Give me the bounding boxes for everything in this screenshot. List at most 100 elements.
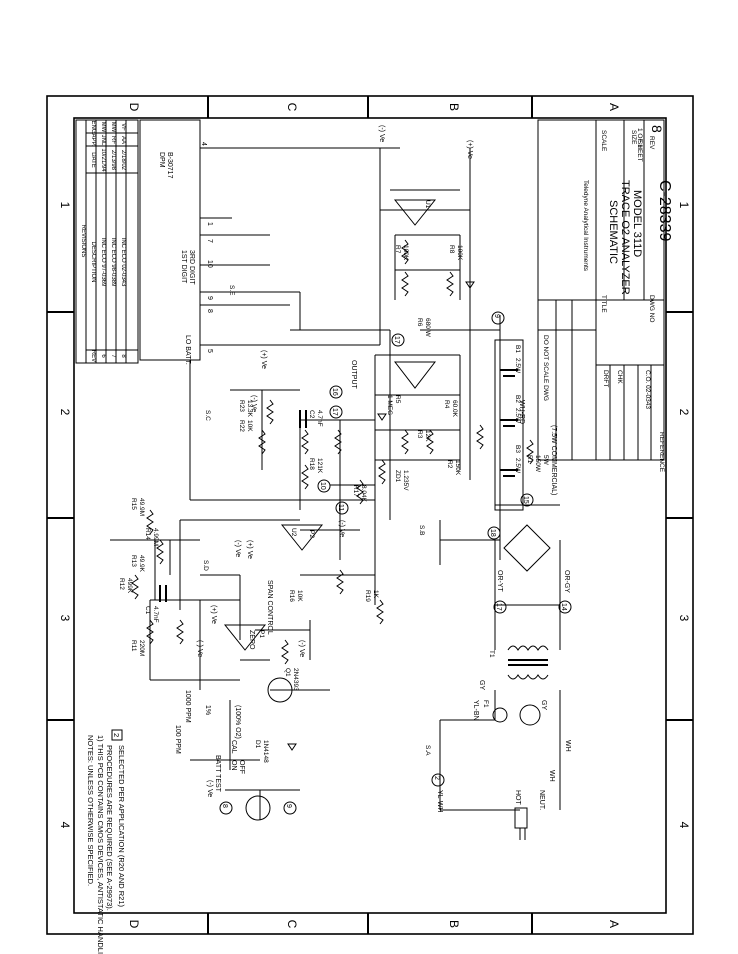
label-output: OUTPUT [350, 360, 357, 390]
zone-d-bottom: D [127, 920, 141, 929]
r4-ref: R4 [443, 400, 450, 409]
r16-ref: R16 [288, 590, 295, 602]
zone-2-right: 2 [677, 409, 691, 416]
tb-dwg-label: DWG NO [648, 295, 655, 322]
rev-row-3-desc: INC ECO 02-0343 [120, 238, 126, 287]
label-cal: CAL [230, 740, 237, 754]
rev-row-2-date: 2/13/98 [110, 150, 116, 171]
dpm-pin-num-8: 8 [206, 309, 213, 313]
label-pos-ve-u2: (+) Ve [210, 605, 217, 624]
label-1000ppm: 1000 PPM [184, 690, 191, 723]
r18-ref: R18 [308, 458, 315, 470]
label-neg-ve-mid: (-) Ve [250, 395, 257, 412]
rev-row-3-eng: VF [120, 123, 126, 131]
connector-13: 17 [393, 336, 400, 344]
dpm-pin-num-7: 7 [206, 239, 213, 243]
dpm-pin-3rd-digit: 3RD DIGIT [188, 250, 195, 285]
zone-labels: D C B A D C B A 1 2 3 4 1 2 3 4 [58, 103, 691, 929]
label-or-yt: OR-YT [496, 570, 503, 593]
label-batt-test: BATT TEST [214, 755, 221, 793]
r19-val: 1K [372, 590, 379, 599]
pot-p2: P2 [308, 530, 315, 538]
tb-sheet-label: SHEET [636, 140, 643, 162]
zone-2-left: 2 [58, 409, 72, 416]
tb-title: SCHEMATIC [607, 200, 619, 264]
b1-ref: B1 [514, 345, 521, 353]
r2-val: 150K [454, 460, 461, 476]
r8-ref: R8 [448, 245, 455, 254]
r22-ref: R22 [238, 420, 245, 432]
label-neg-ve-opamp: (-) Ve [234, 540, 241, 557]
c1-ref: C1 [144, 606, 151, 615]
rev-row-2-eng: MW [110, 122, 116, 133]
switch-sd: S.D [202, 560, 209, 571]
r3-val: 12K [424, 430, 431, 442]
rev-row-3-date: 2/18/02 [120, 150, 126, 171]
zone-3-left: 3 [58, 615, 72, 622]
label-wh-2: WH [548, 770, 555, 782]
u2-ref: U2 [290, 528, 297, 537]
switch-se: S.E [228, 285, 235, 296]
rev-row-3-rev: 8 [120, 354, 126, 358]
r23-ref: R23 [238, 400, 245, 412]
zd1-ref: ZD1 [394, 470, 401, 483]
switch-sc: S.C [204, 410, 211, 421]
r4-val: 60.0K [451, 400, 458, 418]
r15-ref: R15 [130, 498, 137, 510]
zone-b-top: B [447, 103, 461, 111]
r17-val: 8.04K [360, 485, 367, 503]
r1-ref: R1 [526, 455, 533, 464]
connector-13b: 17 [331, 408, 338, 416]
zone-d-top: D [127, 103, 141, 112]
r23-val: 13.3K [246, 400, 253, 418]
label-gy-2: GY [478, 680, 485, 690]
d1-ref: D1 [254, 740, 261, 749]
zone-a-top: A [607, 103, 621, 111]
note-1-line-2: PROCEDURES ARE REQUIRED (SEE A-29973). [105, 745, 114, 911]
zone-4-right: 4 [677, 822, 691, 829]
r14-val: 4.99M [152, 528, 159, 546]
label-off: OFF [238, 760, 245, 774]
c2-val: 4.7nF [316, 410, 323, 427]
rev-row-1-date: 10/21/94 [100, 148, 106, 172]
label-hot: HOT [514, 790, 521, 806]
zone-1-left: 1 [58, 202, 72, 209]
r5-val: 1 MEG [386, 395, 393, 415]
zd1-val: 1.235V [402, 470, 409, 491]
component-labels: R15 49.9M R14 4.99M R13 49.9K R12 499K R… [118, 200, 549, 763]
q1-ref: Q1 [284, 668, 291, 677]
zone-c-bottom: C [285, 920, 299, 929]
rev-row-1-desc: INC ECO 97-0369 [100, 238, 106, 287]
tb-title-label: TITLE [600, 295, 607, 313]
drawing-frame [46, 95, 694, 935]
dpm-pin-num-10: 10 [206, 260, 213, 268]
connector-17: 17 [495, 603, 502, 611]
label-gy: GY [540, 700, 547, 710]
r5-ref: R5 [394, 395, 401, 404]
connector-15: 15 [522, 496, 529, 504]
zone-c-top: C [285, 103, 299, 112]
connector-16: 14 [560, 603, 567, 611]
dpm-pin-num-4: 4 [200, 142, 207, 146]
symbols [131, 199, 551, 840]
connector-14: 9 [493, 314, 500, 318]
label-wh: WH [564, 740, 571, 752]
pot-p1: P1 [258, 630, 265, 638]
r14-ref: R14 [144, 528, 151, 540]
tb-rev: 8 [649, 125, 665, 133]
tb-sub1: TRACE O2 ANALYZER [619, 180, 631, 295]
dpm-pin-num-9: 9 [206, 296, 213, 300]
rev-row-1-rev: 6 [100, 354, 106, 358]
connectors: 9 17 16 17 10 11 18 15 17 14 2 8 9 [219, 311, 572, 815]
b2-val: 2.5W [514, 408, 521, 424]
transformer-t1: T1 [488, 650, 495, 658]
r1-val: 150W [534, 455, 541, 473]
zone-a-bottom: A [607, 920, 621, 928]
connector-12: 16 [331, 388, 338, 396]
label-on: ON [230, 760, 237, 771]
r12-ref: R12 [118, 578, 125, 590]
connector-8: 8 [221, 804, 228, 808]
label-yl-bn: YL-BN [472, 700, 479, 721]
label-pos-ve-opamp: (+) Ve [246, 540, 253, 559]
note-2-number: 2 [112, 733, 121, 737]
